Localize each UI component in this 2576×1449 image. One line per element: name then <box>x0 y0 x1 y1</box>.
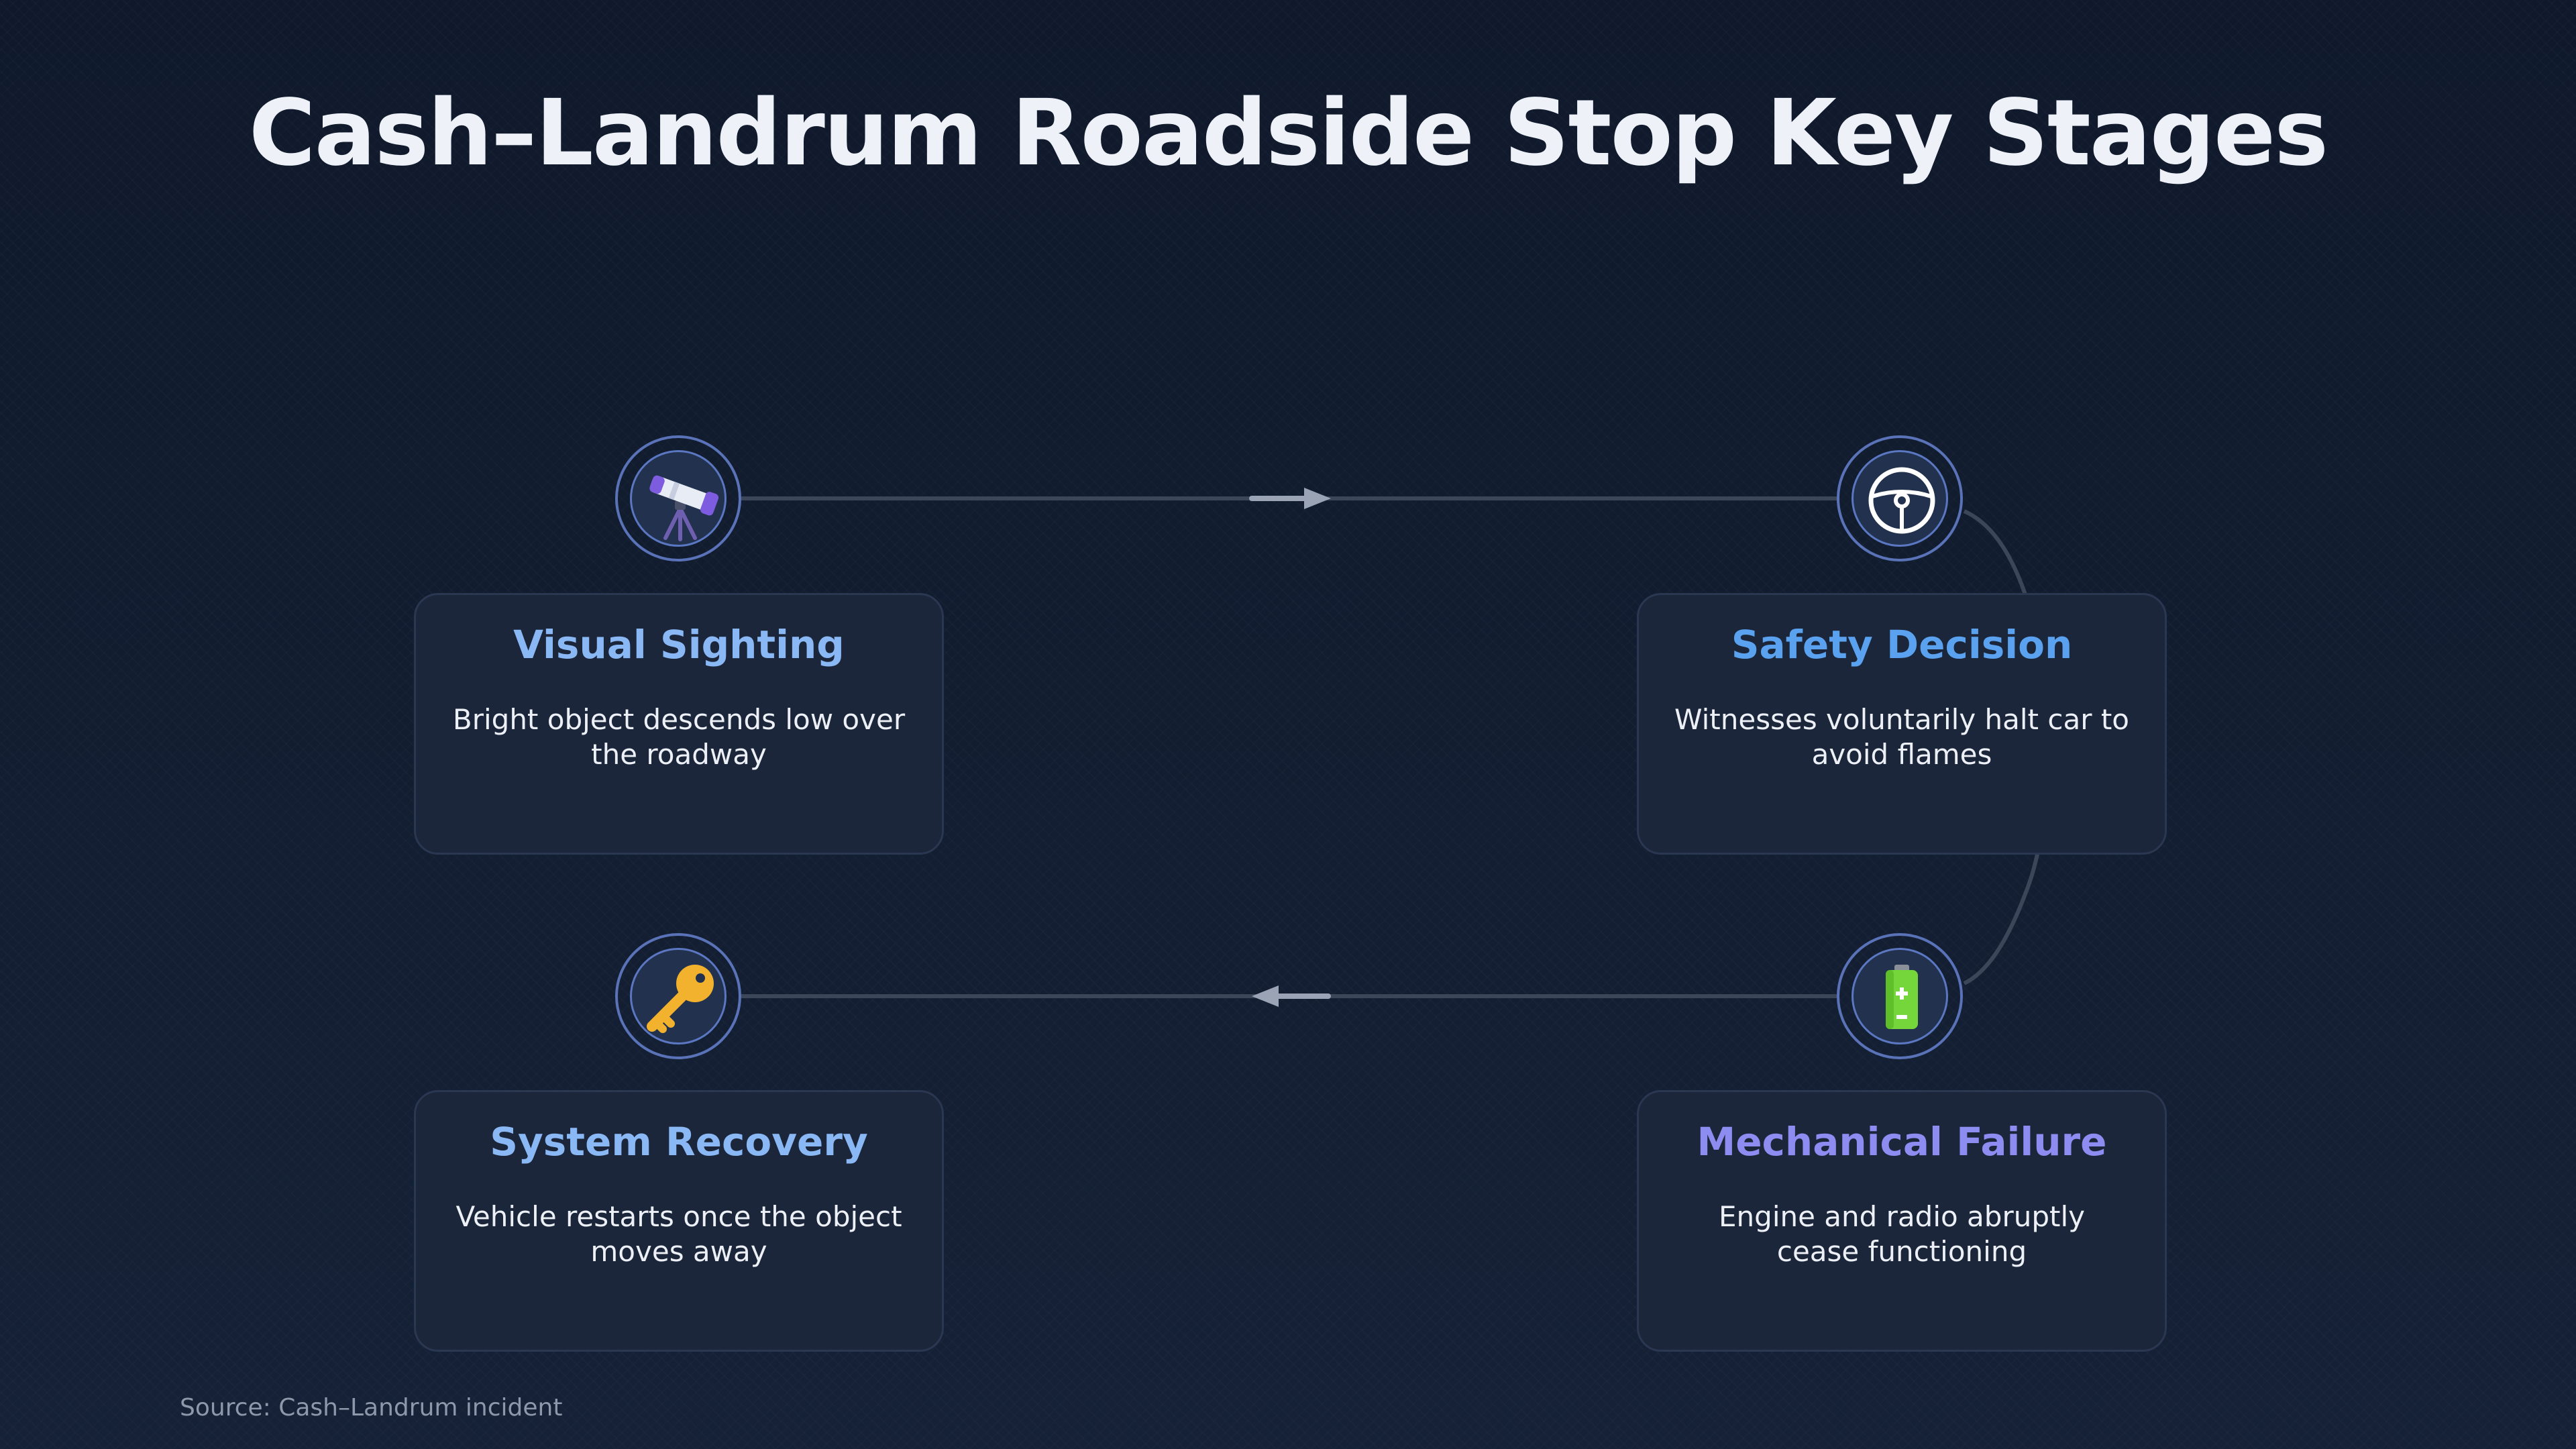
stage-node-mechanical-failure <box>1837 933 1963 1059</box>
stage-title: Safety Decision <box>1731 622 2073 667</box>
stage-title: Mechanical Failure <box>1697 1119 2107 1165</box>
stage-description: Engine and radio abruptly cease function… <box>1719 1200 2085 1268</box>
stage-node-system-recovery <box>615 933 741 1059</box>
stage-title: System Recovery <box>490 1119 868 1165</box>
stage-card-visual-sighting: Visual Sighting Bright object descends l… <box>414 593 944 855</box>
stage-card-mechanical-failure: Mechanical Failure Engine and radio abru… <box>1637 1090 2167 1352</box>
stage-node-visual-sighting <box>615 435 741 561</box>
source-note: Source: Cash–Landrum incident <box>180 1394 563 1421</box>
telescope-icon <box>649 475 719 541</box>
steering-wheel-icon <box>1868 467 1935 534</box>
stage-description: Vehicle restarts once the object moves a… <box>455 1200 902 1268</box>
stage-node-safety-decision <box>1837 435 1963 561</box>
key-icon <box>647 965 714 1033</box>
stage-card-system-recovery: System Recovery Vehicle restarts once th… <box>414 1090 944 1352</box>
stage-card-safety-decision: Safety Decision Witnesses voluntarily ha… <box>1637 593 2167 855</box>
diagram-title: Cash–Landrum Roadside Stop Key Stages <box>248 80 2328 186</box>
battery-icon <box>1886 965 1918 1029</box>
stage-title: Visual Sighting <box>513 622 845 667</box>
arrow-right-icon <box>1249 488 1331 509</box>
arrow-left-icon <box>1252 985 1331 1007</box>
stage-description: Witnesses voluntarily halt car to avoid … <box>1674 703 2129 771</box>
stage-description: Bright object descends low over the road… <box>452 703 906 771</box>
